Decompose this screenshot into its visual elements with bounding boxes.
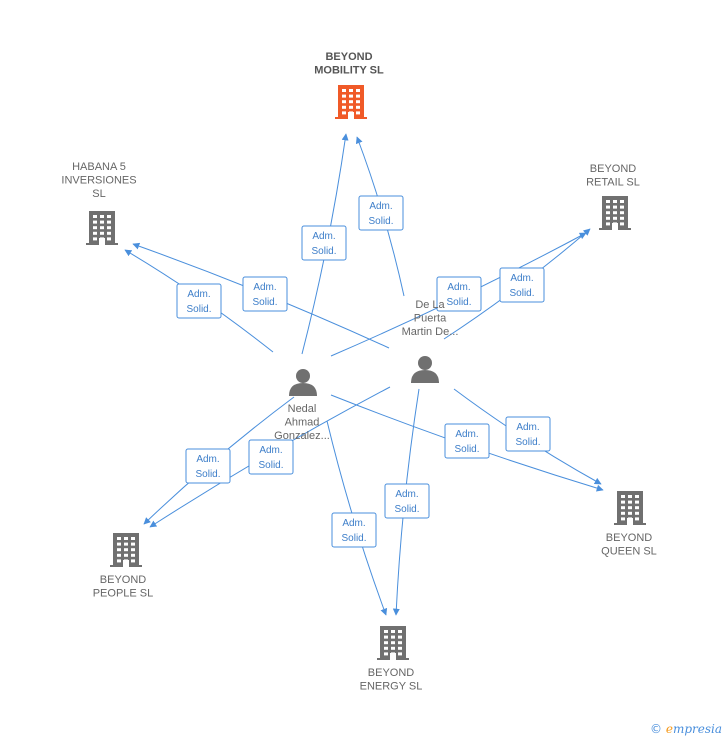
- relation-badge-box: [384, 483, 430, 519]
- company-node-beyond-people[interactable]: BEYOND PEOPLE SL: [93, 533, 154, 600]
- relation-badge-box: [331, 512, 377, 548]
- relation-badge[interactable]: Adm. Solid.: [176, 283, 222, 319]
- company-node-beyond-retail[interactable]: BEYOND RETAIL SL: [586, 163, 640, 230]
- relation-badge[interactable]: Adm. Solid.: [499, 267, 545, 303]
- company-label-beyond-queen-line-2: QUEEN SL: [601, 546, 657, 558]
- relation-badge-box: [499, 267, 545, 303]
- building-icon: [86, 211, 118, 245]
- relation-badge-box: [248, 439, 294, 475]
- relation-badge-line-1: Adm.: [395, 489, 418, 500]
- relation-badge-line-1: Adm.: [510, 273, 533, 284]
- person-node-nedal[interactable]: NedalAhmadGonzalez...: [274, 369, 330, 442]
- relation-badge-box: [301, 225, 347, 261]
- company-label-beyond-retail-line-1: BEYOND: [590, 163, 637, 175]
- relation-badge-line-2: Solid.: [368, 216, 393, 227]
- company-node-beyond-energy[interactable]: BEYOND ENERGY SL: [360, 626, 423, 693]
- relation-badge[interactable]: Adm. Solid.: [331, 512, 377, 548]
- company-label-beyond-mobility-line-2: MOBILITY SL: [314, 65, 384, 77]
- badges-layer: Adm. Solid. Adm. Solid. Adm. Solid. Adm. Solid.…: [176, 195, 551, 548]
- relation-badge-line-1: Adm.: [516, 422, 539, 433]
- relation-badge[interactable]: Adm. Solid.: [301, 225, 347, 261]
- building-icon: [614, 491, 646, 525]
- relation-badge[interactable]: Adm. Solid.: [248, 439, 294, 475]
- relation-badge-line-1: Adm.: [253, 282, 276, 293]
- building-icon: [110, 533, 142, 567]
- company-label-habana-5-line-2: INVERSIONES: [61, 175, 136, 187]
- relation-badge-line-2: Solid.: [258, 460, 283, 471]
- person-icon: [411, 356, 439, 383]
- relation-badge-line-2: Solid.: [195, 469, 220, 480]
- relation-badge[interactable]: Adm. Solid.: [358, 195, 404, 231]
- company-label-habana-5-line-3: SL: [92, 188, 105, 200]
- person-icon: [289, 369, 317, 396]
- company-label-beyond-queen-line-1: BEYOND: [606, 532, 653, 544]
- company-label-beyond-energy-line-1: BEYOND: [368, 667, 415, 679]
- brand-first-letter: e: [665, 722, 673, 736]
- company-node-beyond-mobility[interactable]: BEYOND MOBILITY SL: [314, 51, 384, 119]
- company-label-habana-5-line-1: HABANA 5: [72, 161, 126, 173]
- relation-badge-line-1: Adm.: [455, 429, 478, 440]
- relation-badge-line-1: Adm.: [369, 201, 392, 212]
- building-icon: [335, 85, 367, 119]
- relation-badge[interactable]: Adm. Solid.: [444, 423, 490, 459]
- relation-badge-box: [358, 195, 404, 231]
- relation-badge[interactable]: Adm. Solid.: [505, 416, 551, 452]
- person-label-nedal-line-1: Nedal: [288, 403, 317, 415]
- company-label-beyond-energy-line-2: ENERGY SL: [360, 681, 423, 693]
- relation-badge-line-2: Solid.: [454, 444, 479, 455]
- relation-badge-line-1: Adm.: [312, 231, 335, 242]
- relation-badge-line-1: Adm.: [342, 518, 365, 529]
- relation-badge-line-2: Solid.: [394, 504, 419, 515]
- relation-badge[interactable]: Adm. Solid.: [185, 448, 231, 484]
- relation-badge-line-2: Solid.: [341, 533, 366, 544]
- empresia-brand[interactable]: © empresia: [650, 722, 722, 736]
- company-node-beyond-queen[interactable]: BEYOND QUEEN SL: [601, 491, 657, 558]
- building-icon: [377, 626, 409, 660]
- relation-badge-line-2: Solid.: [515, 437, 540, 448]
- relation-badge-line-2: Solid.: [446, 297, 471, 308]
- company-label-beyond-people-line-2: PEOPLE SL: [93, 588, 154, 600]
- relation-badge[interactable]: Adm. Solid.: [384, 483, 430, 519]
- person-label-nedal-line-2: Ahmad: [285, 417, 320, 429]
- company-label-beyond-retail-line-2: RETAIL SL: [586, 177, 640, 189]
- brand-name: mpresia: [672, 722, 722, 736]
- relation-badge-box: [444, 423, 490, 459]
- relation-badge-line-1: Adm.: [196, 454, 219, 465]
- relation-badge-line-1: Adm.: [187, 289, 210, 300]
- relation-badge-line-1: Adm.: [447, 282, 470, 293]
- person-label-de-la-puerta-line-1: De La: [415, 299, 445, 311]
- relation-badge-box: [242, 276, 288, 312]
- relation-badge-line-1: Adm.: [259, 445, 282, 456]
- relation-badge-box: [436, 276, 482, 312]
- relation-badge-line-2: Solid.: [186, 304, 211, 315]
- company-label-beyond-people-line-1: BEYOND: [100, 574, 147, 586]
- company-label-beyond-mobility-line-1: BEYOND: [325, 51, 372, 63]
- relation-badge-box: [505, 416, 551, 452]
- relation-badge-box: [185, 448, 231, 484]
- copyright-symbol: ©: [650, 722, 662, 736]
- person-label-de-la-puerta-line-2: Puerta: [414, 313, 447, 325]
- relation-badge-line-2: Solid.: [311, 246, 336, 257]
- person-label-de-la-puerta-line-3: Martin De...: [402, 326, 459, 338]
- relation-badge[interactable]: Adm. Solid.: [242, 276, 288, 312]
- relation-badge-line-2: Solid.: [509, 288, 534, 299]
- relation-badge-line-2: Solid.: [252, 297, 277, 308]
- relation-badge[interactable]: Adm. Solid.: [436, 276, 482, 312]
- person-label-nedal-line-3: Gonzalez...: [274, 430, 330, 442]
- building-icon: [599, 196, 631, 230]
- relation-badge-box: [176, 283, 222, 319]
